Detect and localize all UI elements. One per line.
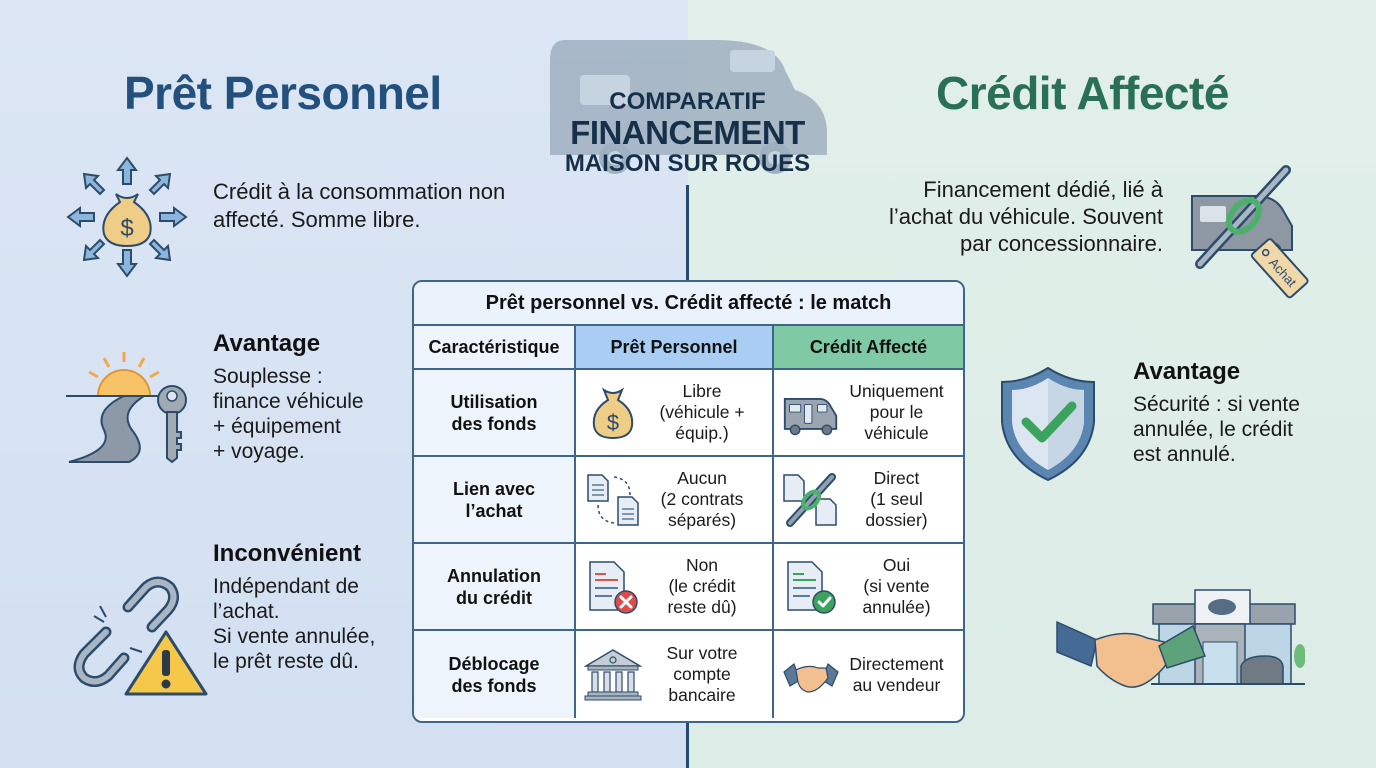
left-advantage-heading: Avantage [213, 330, 321, 357]
feature-line: Lien avec [452, 478, 536, 499]
left-advantage: Avantage Souplesse : finance véhicule + … [213, 330, 413, 464]
feature-line: l’achat [465, 500, 523, 521]
pret-cell: $ Libre(véhicule +équip.) [576, 370, 774, 455]
cell-line: bancaire [668, 685, 736, 705]
document-x-icon [589, 560, 638, 614]
cell-line: Libre [682, 381, 722, 401]
center-title-line1: COMPARATIF [609, 88, 766, 115]
feature-line: Déblocage [448, 653, 540, 674]
handshake-dealership-icon [1055, 586, 1306, 701]
feature-line: des fonds [451, 675, 537, 696]
cell-line: véhicule [864, 423, 929, 443]
cell-line: Non [685, 555, 719, 575]
camper-van-icon [783, 397, 838, 435]
right-intro-line: par concessionnaire. [959, 231, 1163, 256]
left-advantage-line: Souplesse : [213, 365, 323, 388]
money-bag-icon: $ [592, 386, 634, 439]
svg-text:$: $ [120, 215, 133, 242]
right-advantage-line: est annulé. [1133, 443, 1236, 466]
right-intro: Financement dédié, lié à l’achat du véhi… [860, 176, 1163, 257]
feature-line: Annulation [447, 565, 541, 586]
table-title: Prêt personnel vs. Crédit affecté : le m… [414, 282, 963, 326]
left-drawback-heading: Inconvénient [213, 540, 362, 567]
left-intro: Crédit à la consommation non affecté. So… [213, 178, 513, 234]
cell-line: Direct [873, 468, 920, 488]
bank-icon [584, 648, 642, 700]
svg-text:$: $ [607, 410, 619, 435]
linked-documents-icon [783, 472, 837, 527]
right-advantage-line: annulée, le crédit [1133, 418, 1293, 441]
left-intro-text: Crédit à la consommation non affecté. So… [213, 179, 506, 232]
cell-line: annulée) [862, 597, 931, 617]
right-advantage-heading: Avantage [1133, 358, 1241, 385]
cell-line: séparés) [667, 510, 737, 530]
cell-line: pour le [869, 402, 924, 422]
center-title-line2: FINANCEMENT [570, 114, 805, 151]
table-header-row: Caractéristique Prêt Personnel Crédit Af… [414, 326, 963, 370]
right-intro-line: Financement dédié, lié à [923, 177, 1163, 202]
feature-line: des fonds [451, 413, 537, 434]
cell-line: (si vente [863, 576, 930, 596]
left-advantage-line: + équipement [213, 415, 341, 438]
broken-chain-warning-icon [66, 572, 211, 705]
cell-line: (2 contrats [660, 489, 744, 509]
left-drawback-line: Indépendant de [213, 575, 359, 598]
cell-line: dossier) [865, 510, 928, 530]
column-header-feature: Caractéristique [414, 326, 576, 368]
cell-line: Aucun [677, 468, 727, 488]
separate-documents-icon [587, 473, 639, 526]
cell-line: Uniquement [849, 381, 944, 401]
cell-line: équip.) [675, 423, 729, 443]
center-title-line3: MAISON SUR ROUES [564, 150, 811, 177]
left-drawback-line: l’achat. [213, 600, 280, 623]
cell-line: Directement [849, 653, 944, 674]
center-title: COMPARATIF FINANCEMENT MAISON SUR ROUES [545, 30, 830, 177]
camper-chain-tag-icon: Achat [1186, 156, 1316, 306]
feature-line: du crédit [455, 587, 532, 608]
camper-van-icon [550, 40, 827, 174]
handshake-icon [783, 662, 839, 693]
right-title: Crédit Affecté [936, 67, 1229, 119]
cell-line: compte [673, 664, 731, 684]
left-advantage-line: finance véhicule [213, 390, 364, 413]
column-header-credit: Crédit Affecté [774, 326, 963, 368]
comparison-table: Prêt personnel vs. Crédit affecté : le m… [412, 280, 965, 723]
cell-line: Sur votre [666, 643, 738, 663]
cell-line: (1 seul [870, 489, 923, 509]
right-advantage-line: Sécurité : si vente [1133, 393, 1300, 416]
right-advantage: Avantage Sécurité : si vente annulée, le… [1133, 358, 1333, 467]
feature-line: Utilisation [450, 391, 538, 412]
right-intro-line: l’achat du véhicule. Souvent [889, 204, 1163, 229]
cell-line: (le crédit [668, 576, 736, 596]
left-drawback-line: le prêt reste dû. [213, 650, 359, 673]
left-title: Prêt Personnel [124, 67, 442, 119]
column-header-pret: Prêt Personnel [576, 326, 774, 368]
cell-line: au vendeur [852, 674, 941, 695]
money-bag-arrows-icon: $ [64, 154, 190, 285]
shield-check-icon [998, 366, 1098, 487]
document-check-icon [787, 560, 836, 614]
road-sunset-key-icon [64, 350, 194, 473]
left-advantage-line: + voyage. [213, 440, 305, 463]
cell-line: (véhicule + [659, 402, 745, 422]
left-drawback-line: Si vente annulée, [213, 625, 376, 648]
cell-line: Oui [882, 555, 911, 575]
left-drawback: Inconvénient Indépendant de l’achat. Si … [213, 540, 413, 674]
cell-line: reste dû) [667, 597, 737, 617]
